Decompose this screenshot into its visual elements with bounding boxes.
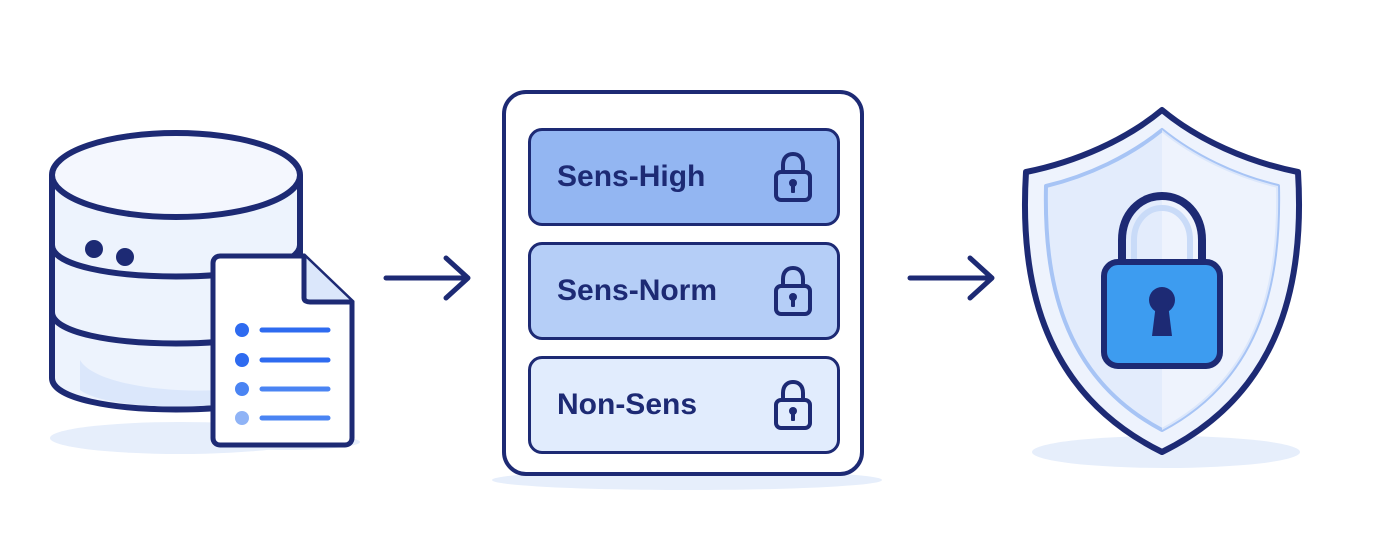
tier-sens-high: Sens-High bbox=[528, 128, 840, 226]
lock-icon bbox=[771, 377, 815, 433]
classification-panel: Sens-High Sens-Norm Non-Sens bbox=[502, 90, 864, 476]
tier-label: Non-Sens bbox=[557, 388, 698, 421]
tier-label: Sens-High bbox=[557, 160, 706, 193]
tier-label: Sens-Norm bbox=[557, 274, 718, 307]
document-icon bbox=[206, 248, 362, 454]
shield-lock-icon bbox=[1016, 100, 1316, 480]
lock-icon bbox=[771, 263, 815, 319]
arrow-right-icon bbox=[380, 250, 476, 306]
tier-sens-norm: Sens-Norm bbox=[528, 242, 840, 340]
arrow-right-icon bbox=[904, 250, 1000, 306]
lock-icon bbox=[771, 149, 815, 205]
tier-non-sens: Non-Sens bbox=[528, 356, 840, 454]
